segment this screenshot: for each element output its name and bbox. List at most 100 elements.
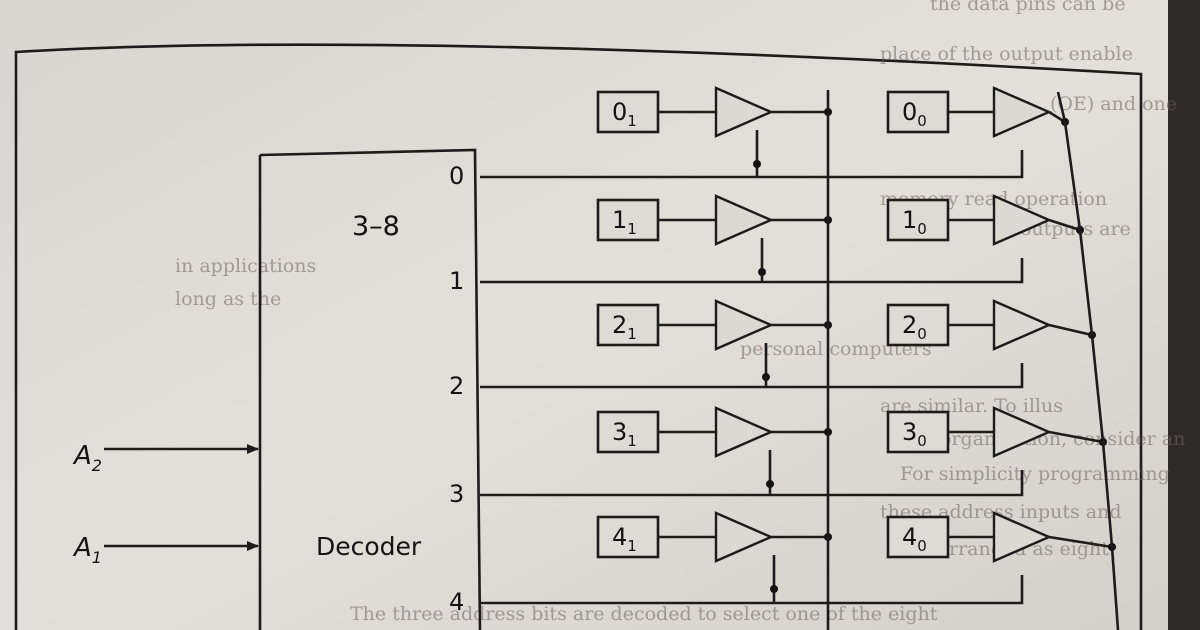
memory-cell-col0-box [886, 198, 950, 242]
tristate-buffer-col1 [714, 406, 775, 458]
decoder-name-label: Decoder [316, 532, 422, 561]
memory-cell-col0: 00 [886, 90, 950, 134]
bleed-text-line: (OE) and one [1050, 93, 1177, 115]
enable-junction-col1 [770, 585, 778, 593]
memory-cell-col1-box [596, 198, 660, 242]
memory-cell-col0-label: 40 [902, 523, 927, 555]
bleed-text-line: the data pins can be [930, 0, 1126, 15]
decoder-type-label: 3–8 [352, 211, 400, 242]
memory-cell-col0: 40 [886, 515, 950, 559]
page-edge-shadow [1168, 0, 1200, 630]
decoder-output-line [480, 258, 1024, 284]
input-a1-base: A [72, 533, 92, 563]
memory-cell-col1-label: 41 [612, 523, 637, 555]
decoder-output-label: 4 [449, 588, 464, 616]
buffer-to-bus-line [1048, 430, 1104, 444]
buffer-to-bus-line [1048, 218, 1081, 232]
memory-cell-col1: 21 [596, 303, 660, 347]
decoder-output-line [480, 363, 1024, 389]
decoder-block [258, 148, 482, 630]
memory-cell-col0-label: 30 [902, 418, 927, 450]
memory-cell-col0: 30 [886, 410, 950, 454]
enable-junction-col1 [758, 268, 766, 276]
tristate-buffer-col1 [714, 511, 775, 563]
buffer-to-bus-line [1048, 535, 1113, 549]
memory-cell-col0-base: 0 [902, 98, 917, 126]
memory-cell-col1-sub: 1 [627, 325, 637, 343]
tristate-buffer-col0 [992, 194, 1053, 246]
data-buses [826, 90, 1120, 630]
decoder-output-label: 2 [449, 372, 464, 400]
tristate-buffer-col0 [992, 511, 1053, 563]
input-a2-label: A2 [72, 441, 102, 475]
memory-cell-col1: 01 [596, 90, 660, 134]
memory-cell-col1-label: 21 [612, 311, 637, 343]
memory-cell-col1-box [596, 515, 660, 559]
memory-cell-col1-base: 4 [612, 523, 627, 551]
decoder-output-label: 3 [449, 480, 464, 508]
decoder-output-line [480, 150, 1024, 179]
decoder-output-label: 0 [449, 162, 464, 190]
memory-cell-col0-label: 20 [902, 311, 927, 343]
figure-border [14, 43, 1143, 630]
memory-cell-col1-sub: 1 [627, 537, 637, 555]
tristate-buffer-col1 [714, 86, 775, 138]
tristate-buffer-col0 [992, 299, 1053, 351]
memory-cell-col1: 11 [596, 198, 660, 242]
decoder-output-line [480, 575, 1024, 605]
memory-cell-col0-label: 00 [902, 98, 927, 130]
memory-cell-col0-sub: 0 [917, 112, 927, 130]
memory-cell-col0-sub: 0 [917, 537, 927, 555]
memory-cell-col1-base: 3 [612, 418, 627, 446]
bleed-text-line: long as the [175, 288, 281, 310]
memory-cell-col0: 10 [886, 198, 950, 242]
memory-cell-col1-label: 11 [612, 206, 637, 238]
data-bus-d0 [1056, 91, 1120, 630]
enable-junction-col1 [766, 480, 774, 488]
memory-cell-col1-base: 1 [612, 206, 627, 234]
tristate-buffer-col0 [992, 406, 1053, 458]
bleed-text-line: For simplicity programming [900, 463, 1170, 485]
input-a1-label: A1 [72, 533, 102, 567]
memory-cell-col0: 20 [886, 303, 950, 347]
decoder-output-label: 1 [449, 267, 464, 295]
memory-cell-col0-base: 2 [902, 311, 917, 339]
input-a1: A1 [72, 533, 259, 567]
memory-cell-col1-base: 0 [612, 98, 627, 126]
buffer-to-bus-line [1048, 323, 1093, 337]
tristate-buffer-col1 [714, 194, 775, 246]
tristate-buffer-col1 [714, 299, 775, 351]
memory-cell-col0-box [886, 303, 950, 347]
memory-cell-col1: 31 [596, 410, 660, 454]
input-a2-sub: 2 [92, 456, 102, 475]
memory-cell-col0-sub: 0 [917, 325, 927, 343]
memory-cell-col1-sub: 1 [627, 112, 637, 130]
memory-cell-col1-base: 2 [612, 311, 627, 339]
memory-cell-col0-base: 3 [902, 418, 917, 446]
enable-junction-col1 [753, 160, 761, 168]
memory-cell-col0-sub: 0 [917, 220, 927, 238]
memory-cell-col1: 41 [596, 515, 660, 559]
decoder-output-line [480, 470, 1024, 497]
tristate-buffer-col0 [992, 86, 1053, 138]
memory-cell-col1-sub: 1 [627, 220, 637, 238]
bleed-text-line: personal computers [740, 338, 932, 360]
input-a2: A2 [72, 441, 259, 475]
enable-junction-col1 [762, 373, 770, 381]
memory-cell-col1-label: 31 [612, 418, 637, 450]
bleed-text-line: place of the output enable [880, 43, 1133, 65]
bleed-text-line: in applications [175, 255, 316, 277]
memory-cell-col1-sub: 1 [627, 432, 637, 450]
memory-cell-col0-label: 10 [902, 206, 927, 238]
bleed-text-line: The three address bits are decoded to se… [350, 603, 938, 625]
input-a2-base: A [72, 441, 92, 471]
memory-cell-col0-sub: 0 [917, 432, 927, 450]
memory-cell-col0-base: 1 [902, 206, 917, 234]
input-a1-sub: 1 [92, 548, 102, 567]
memory-cell-col1-label: 01 [612, 98, 637, 130]
memory-cell-col0-base: 4 [902, 523, 917, 551]
memory-cell-col0-box [886, 90, 950, 134]
